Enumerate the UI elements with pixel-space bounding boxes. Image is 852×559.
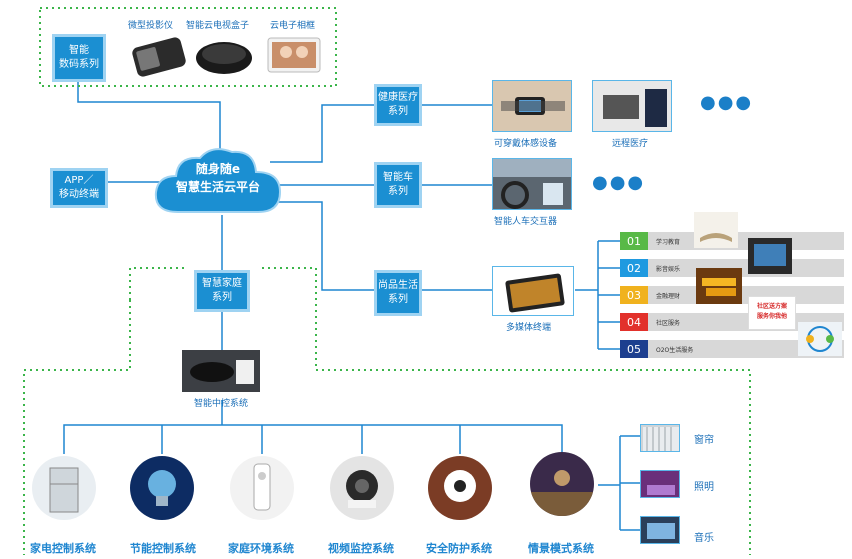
scene-label: 音乐 bbox=[694, 533, 714, 544]
education-image bbox=[694, 212, 738, 248]
hub-label: 智能中控系统 bbox=[194, 399, 249, 409]
wearable-image bbox=[492, 80, 572, 132]
telemedicine-image bbox=[592, 80, 672, 132]
surveillance-image bbox=[330, 456, 394, 520]
service-number: 03 bbox=[620, 286, 648, 304]
health-item-label: 远程医疗 bbox=[612, 139, 649, 149]
line-digital bbox=[77, 82, 221, 150]
cloud-platform[interactable]: 随身随e 智慧生活云平台 bbox=[150, 160, 286, 196]
service-number: 02 bbox=[620, 259, 648, 277]
cloud-platform-shape bbox=[154, 148, 282, 213]
community-poster: 社区送方案 服务你我他 bbox=[748, 296, 796, 330]
service-number: 05 bbox=[620, 340, 648, 358]
o2o-image bbox=[798, 322, 842, 356]
system-label: 情景模式系统 bbox=[528, 542, 594, 555]
photo-frame-image bbox=[267, 37, 321, 73]
home-series-box[interactable]: 智慧家庭 系列 bbox=[194, 270, 250, 312]
service-row[interactable]: 04 社区服务 bbox=[620, 313, 680, 331]
life-item-label: 多媒体终端 bbox=[506, 323, 552, 333]
life-series-box[interactable]: 尚品生活 系列 bbox=[374, 270, 422, 316]
system-label: 家庭环境系统 bbox=[228, 542, 294, 555]
car-item-label: 智能人车交互器 bbox=[494, 217, 558, 227]
health-item-label: 可穿戴体感设备 bbox=[494, 139, 558, 149]
service-label: 社区服务 bbox=[656, 319, 681, 327]
scene-mode-image bbox=[530, 452, 594, 516]
car-more-dots: ●●● bbox=[592, 172, 646, 193]
system-label: 视频监控系统 bbox=[328, 542, 394, 555]
service-label: 学习教育 bbox=[656, 238, 681, 246]
health-more-dots: ●●● bbox=[700, 92, 754, 113]
digital-item-label: 智能云电视盒子 bbox=[186, 21, 250, 31]
service-row[interactable]: 03 金融理财 bbox=[620, 286, 680, 304]
curtain-image bbox=[640, 424, 680, 452]
lighting-image bbox=[640, 470, 680, 498]
system-label: 家电控制系统 bbox=[30, 542, 96, 555]
central-control-image bbox=[182, 350, 260, 392]
service-label: O2O生活服务 bbox=[656, 346, 694, 354]
cloud-title-line1: 随身随e bbox=[195, 162, 241, 176]
digital-item-label: 云电子相框 bbox=[270, 21, 316, 31]
car-interface-image bbox=[492, 158, 572, 210]
digital-series-box[interactable]: 智能 数码系列 bbox=[52, 34, 106, 82]
digital-group-frame bbox=[39, 7, 337, 87]
service-row[interactable]: 02 影音娱乐 bbox=[620, 259, 680, 277]
service-number: 04 bbox=[620, 313, 648, 331]
cloud-title-line2: 智慧生活云平台 bbox=[175, 180, 260, 194]
service-number: 01 bbox=[620, 232, 648, 250]
health-series-box[interactable]: 健康医疗 系列 bbox=[374, 84, 422, 126]
multimedia-terminal-image bbox=[492, 266, 574, 316]
system-label: 节能控制系统 bbox=[130, 542, 196, 555]
service-label: 影音娱乐 bbox=[656, 265, 681, 273]
service-row[interactable]: 05 O2O生活服务 bbox=[620, 340, 693, 358]
finance-image bbox=[696, 268, 742, 304]
scene-label: 窗帘 bbox=[694, 435, 714, 446]
environment-image bbox=[230, 456, 294, 520]
line-life bbox=[260, 201, 374, 291]
entertainment-image bbox=[748, 238, 792, 274]
music-image bbox=[640, 516, 680, 544]
security-image bbox=[428, 456, 492, 520]
tv-box-image bbox=[196, 42, 252, 74]
app-terminal-box[interactable]: APP／ 移动终端 bbox=[50, 168, 108, 208]
line-systems bbox=[63, 424, 563, 454]
system-label: 安全防护系统 bbox=[426, 542, 492, 555]
car-series-box[interactable]: 智能车 系列 bbox=[374, 162, 422, 208]
projector-image bbox=[132, 37, 186, 77]
service-label: 金融理财 bbox=[656, 292, 681, 300]
line-scenes bbox=[598, 435, 640, 531]
line-health bbox=[270, 104, 374, 163]
appliance-control-image bbox=[32, 456, 96, 520]
scene-label: 照明 bbox=[694, 482, 714, 493]
energy-control-image bbox=[130, 456, 194, 520]
service-row[interactable]: 01 学习教育 bbox=[620, 232, 680, 250]
digital-item-label: 微型投影仪 bbox=[128, 21, 174, 31]
